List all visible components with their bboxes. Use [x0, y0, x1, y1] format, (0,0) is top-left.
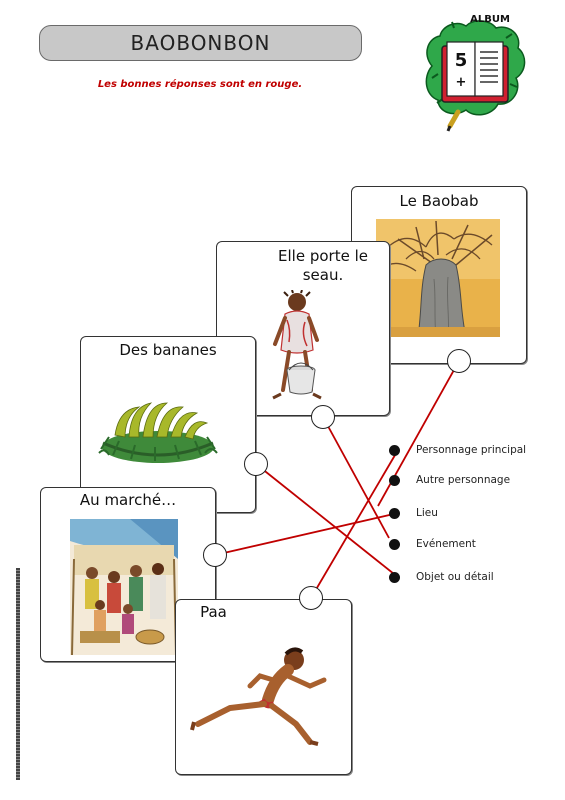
category-label: Lieu — [416, 507, 438, 519]
category-dot[interactable] — [389, 507, 400, 519]
bananas-basket-image — [98, 402, 218, 463]
line-marche-lieu — [214, 512, 399, 556]
category-label: Objet ou détail — [416, 571, 494, 583]
category-label: Evénement — [416, 538, 476, 550]
answers-note: Les bonnes réponses sont en rouge. — [97, 79, 303, 90]
category-label: Personnage principal — [416, 444, 527, 456]
album-number: 5 — [455, 50, 468, 71]
line-bananes-objet — [255, 463, 395, 575]
category-lieu[interactable]: Lieu — [389, 505, 438, 521]
category-dot[interactable] — [389, 474, 400, 486]
category-personnage-principal[interactable]: Personnage principal — [389, 442, 526, 458]
girl-with-bucket-image — [272, 290, 322, 400]
margin-bar — [16, 568, 20, 780]
category-dot[interactable] — [389, 444, 400, 456]
connector-bananes[interactable] — [244, 452, 268, 476]
line-seau-evenement — [322, 416, 390, 539]
card-paa[interactable]: Paa — [175, 599, 352, 775]
category-evenement[interactable]: Evénement — [389, 536, 476, 552]
line-paa-personnage — [310, 449, 399, 599]
market-scene-image — [70, 519, 178, 655]
category-dot[interactable] — [389, 571, 400, 583]
category-objet-detail[interactable]: Objet ou détail — [389, 569, 494, 585]
album-plus: + — [456, 75, 467, 90]
category-autre-personnage[interactable]: Autre personnage — [389, 472, 510, 488]
album-badge-icon: 5 + ALBUM — [425, 14, 526, 132]
card-bananes[interactable]: Des bananes — [80, 336, 256, 513]
baobab-tree-image — [376, 219, 500, 337]
connector-paa[interactable] — [299, 586, 323, 610]
card-label-seau: Elle porte le seau. — [278, 247, 368, 284]
connector-marche[interactable] — [203, 543, 227, 567]
running-boy-image — [190, 647, 327, 746]
page-title: BAOBONBON — [39, 25, 362, 61]
connector-baobab[interactable] — [447, 349, 471, 373]
category-label: Autre personnage — [416, 474, 511, 486]
card-label-bananes: Des bananes — [119, 341, 217, 359]
connector-seau[interactable] — [311, 405, 335, 429]
card-label-marche: Au marché… — [79, 491, 177, 509]
card-label-paa: Paa — [200, 603, 227, 621]
album-word: ALBUM — [470, 14, 510, 25]
card-label-baobab: Le Baobab — [399, 192, 479, 210]
category-dot[interactable] — [389, 538, 400, 550]
